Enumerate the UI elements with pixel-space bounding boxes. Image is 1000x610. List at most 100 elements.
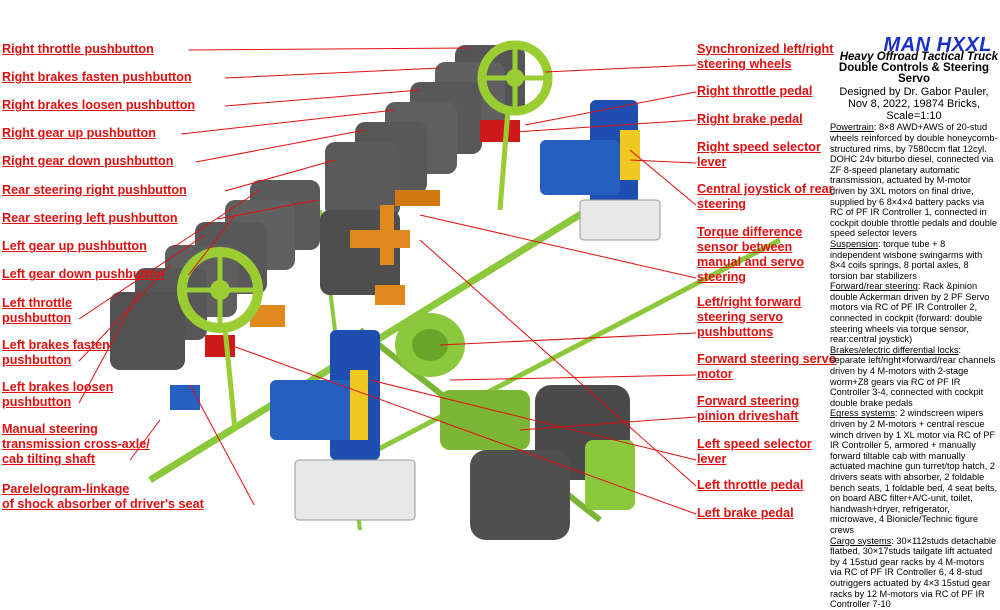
spec-section: Cargo systems: 30×112studs detachable fl… (830, 536, 998, 610)
callout-line: Right speed selector (697, 140, 821, 154)
leader-line (129, 419, 161, 461)
leader-line (449, 374, 697, 381)
spec-section: Powertrain: 8×8 AWD+AWS of 20-stud wheel… (830, 122, 998, 239)
info-panel: MAN HXXL Heavy Offroad Tactical Truck Do… (830, 34, 998, 610)
leader-line (224, 67, 441, 79)
leader-line (224, 89, 421, 107)
leader-line (78, 264, 171, 362)
leader-line (419, 239, 697, 487)
byline: Designed by Dr. Gabor Pauler, Nov 8, 202… (839, 86, 989, 123)
leader-line (629, 149, 697, 206)
callout-line: pinion driveshaft (697, 409, 799, 423)
callout-line: lever (697, 155, 727, 169)
callout-left-7: Left gear up pushbutton (2, 239, 147, 254)
spec-section: Forward/rear steering: Rack &pinion doub… (830, 281, 998, 345)
leader-line (188, 47, 471, 51)
leader-line (419, 214, 697, 279)
callout-line: Forward steering servo (697, 352, 837, 366)
spec-text: : 30×112studs detachable flatbed, 30×17s… (830, 535, 997, 610)
spec-heading: Cargo systems (830, 535, 892, 546)
callout-line: sensor between (697, 240, 793, 254)
callout-line: Left throttle pedal (697, 478, 804, 492)
callout-line: steering wheels (697, 57, 792, 71)
callout-line: Left speed selector (697, 437, 812, 451)
leader-line (544, 64, 697, 73)
spec-heading: Forward/rear steering (830, 281, 918, 292)
leader-line (439, 332, 697, 346)
callout-line: Left brake pedal (697, 506, 794, 520)
leader-line (181, 109, 396, 135)
leader-line (229, 344, 697, 515)
callout-line: of shock absorber of driver's seat (2, 497, 204, 511)
callout-line: Right gear up pushbutton (2, 126, 156, 140)
spec-text: : torque tube + 8 independent wisbone sw… (830, 238, 983, 281)
callout-left-0: Right throttle pushbutton (2, 42, 154, 57)
callout-left-3: Right gear up pushbutton (2, 126, 156, 141)
callout-right-10: Left throttle pedal (697, 478, 803, 493)
callout-line: Left gear down pushbutton (2, 267, 165, 281)
callout-line: pushbutton (2, 311, 72, 325)
forward-steering-servo-motors (470, 385, 635, 540)
callout-line: Right throttle pedal (697, 84, 813, 98)
callout-line: Right brakes loosen pushbutton (2, 98, 196, 112)
callout-line: Left/right forward (697, 295, 802, 309)
technic-cockpit-diagram (78, 40, 782, 540)
left-brake-pedal (205, 335, 235, 357)
callout-line: transmission cross-axle/ (2, 437, 150, 451)
callout-line: Right gear down pushbutton (2, 154, 174, 168)
left-seat-frame (170, 330, 416, 521)
callout-line: Torque difference (697, 225, 803, 239)
logo: MAN HXXL (883, 34, 992, 56)
leader-line (369, 379, 697, 461)
spec-text: : Rack &pinion double Ackerman driven by… (830, 281, 990, 345)
torque-sensor (250, 190, 440, 327)
callout-line: Right brake pedal (697, 112, 803, 126)
callout-left-1: Right brakes fasten pushbutton (2, 70, 192, 85)
callout-left-5: Rear steering right pushbutton (2, 183, 187, 198)
callout-line: pushbutton (2, 395, 72, 409)
callout-line: pushbuttons (697, 325, 774, 339)
subtitle-model: Heavy Offroad Tactical Truck (839, 50, 998, 63)
callout-right-11: Left brake pedal (697, 506, 794, 521)
callout-line: manual and servo (697, 255, 805, 269)
callout-line: Right brakes fasten pushbutton (2, 70, 192, 84)
steering-wheel-right (477, 40, 553, 211)
leader-line (224, 159, 336, 192)
callout-line: Rear steering right pushbutton (2, 183, 187, 197)
spec-heading: Powertrain (830, 122, 874, 133)
right-pushbutton-stack (320, 45, 525, 295)
leader-line (524, 91, 697, 126)
callout-line: pushbutton (2, 353, 72, 367)
callout-line: Left gear up pushbutton (2, 239, 147, 253)
leader-line (173, 189, 261, 248)
spec-heading: Egress systems (830, 408, 895, 419)
spec-heading: Brakes/electric differential locks (830, 344, 959, 355)
leader-line (189, 384, 255, 506)
callout-left-8: Left gear down pushbutton (2, 267, 164, 282)
leader-line (78, 289, 141, 404)
callout-left-4: Right gear down pushbutton (2, 154, 173, 169)
callout-line: Manual steering (2, 422, 98, 436)
callout-line: Right throttle pushbutton (2, 42, 154, 56)
callout-right-2: Right brake pedal (697, 112, 803, 127)
callout-line: lever (697, 452, 727, 466)
leader-line (629, 159, 697, 164)
spec-section: Suspension: torque tube + 8 independent … (830, 239, 998, 281)
callout-line: steering (697, 270, 746, 284)
cross-axle (148, 187, 622, 483)
callout-line: Left brakes fasten (2, 338, 110, 352)
callout-line: motor (697, 367, 733, 381)
spec-section: Egress systems: 2 windscreen wipers driv… (830, 408, 998, 535)
callout-line: Left brakes loosen (2, 380, 114, 394)
callout-line: Parelelogram-linkage (2, 482, 130, 496)
